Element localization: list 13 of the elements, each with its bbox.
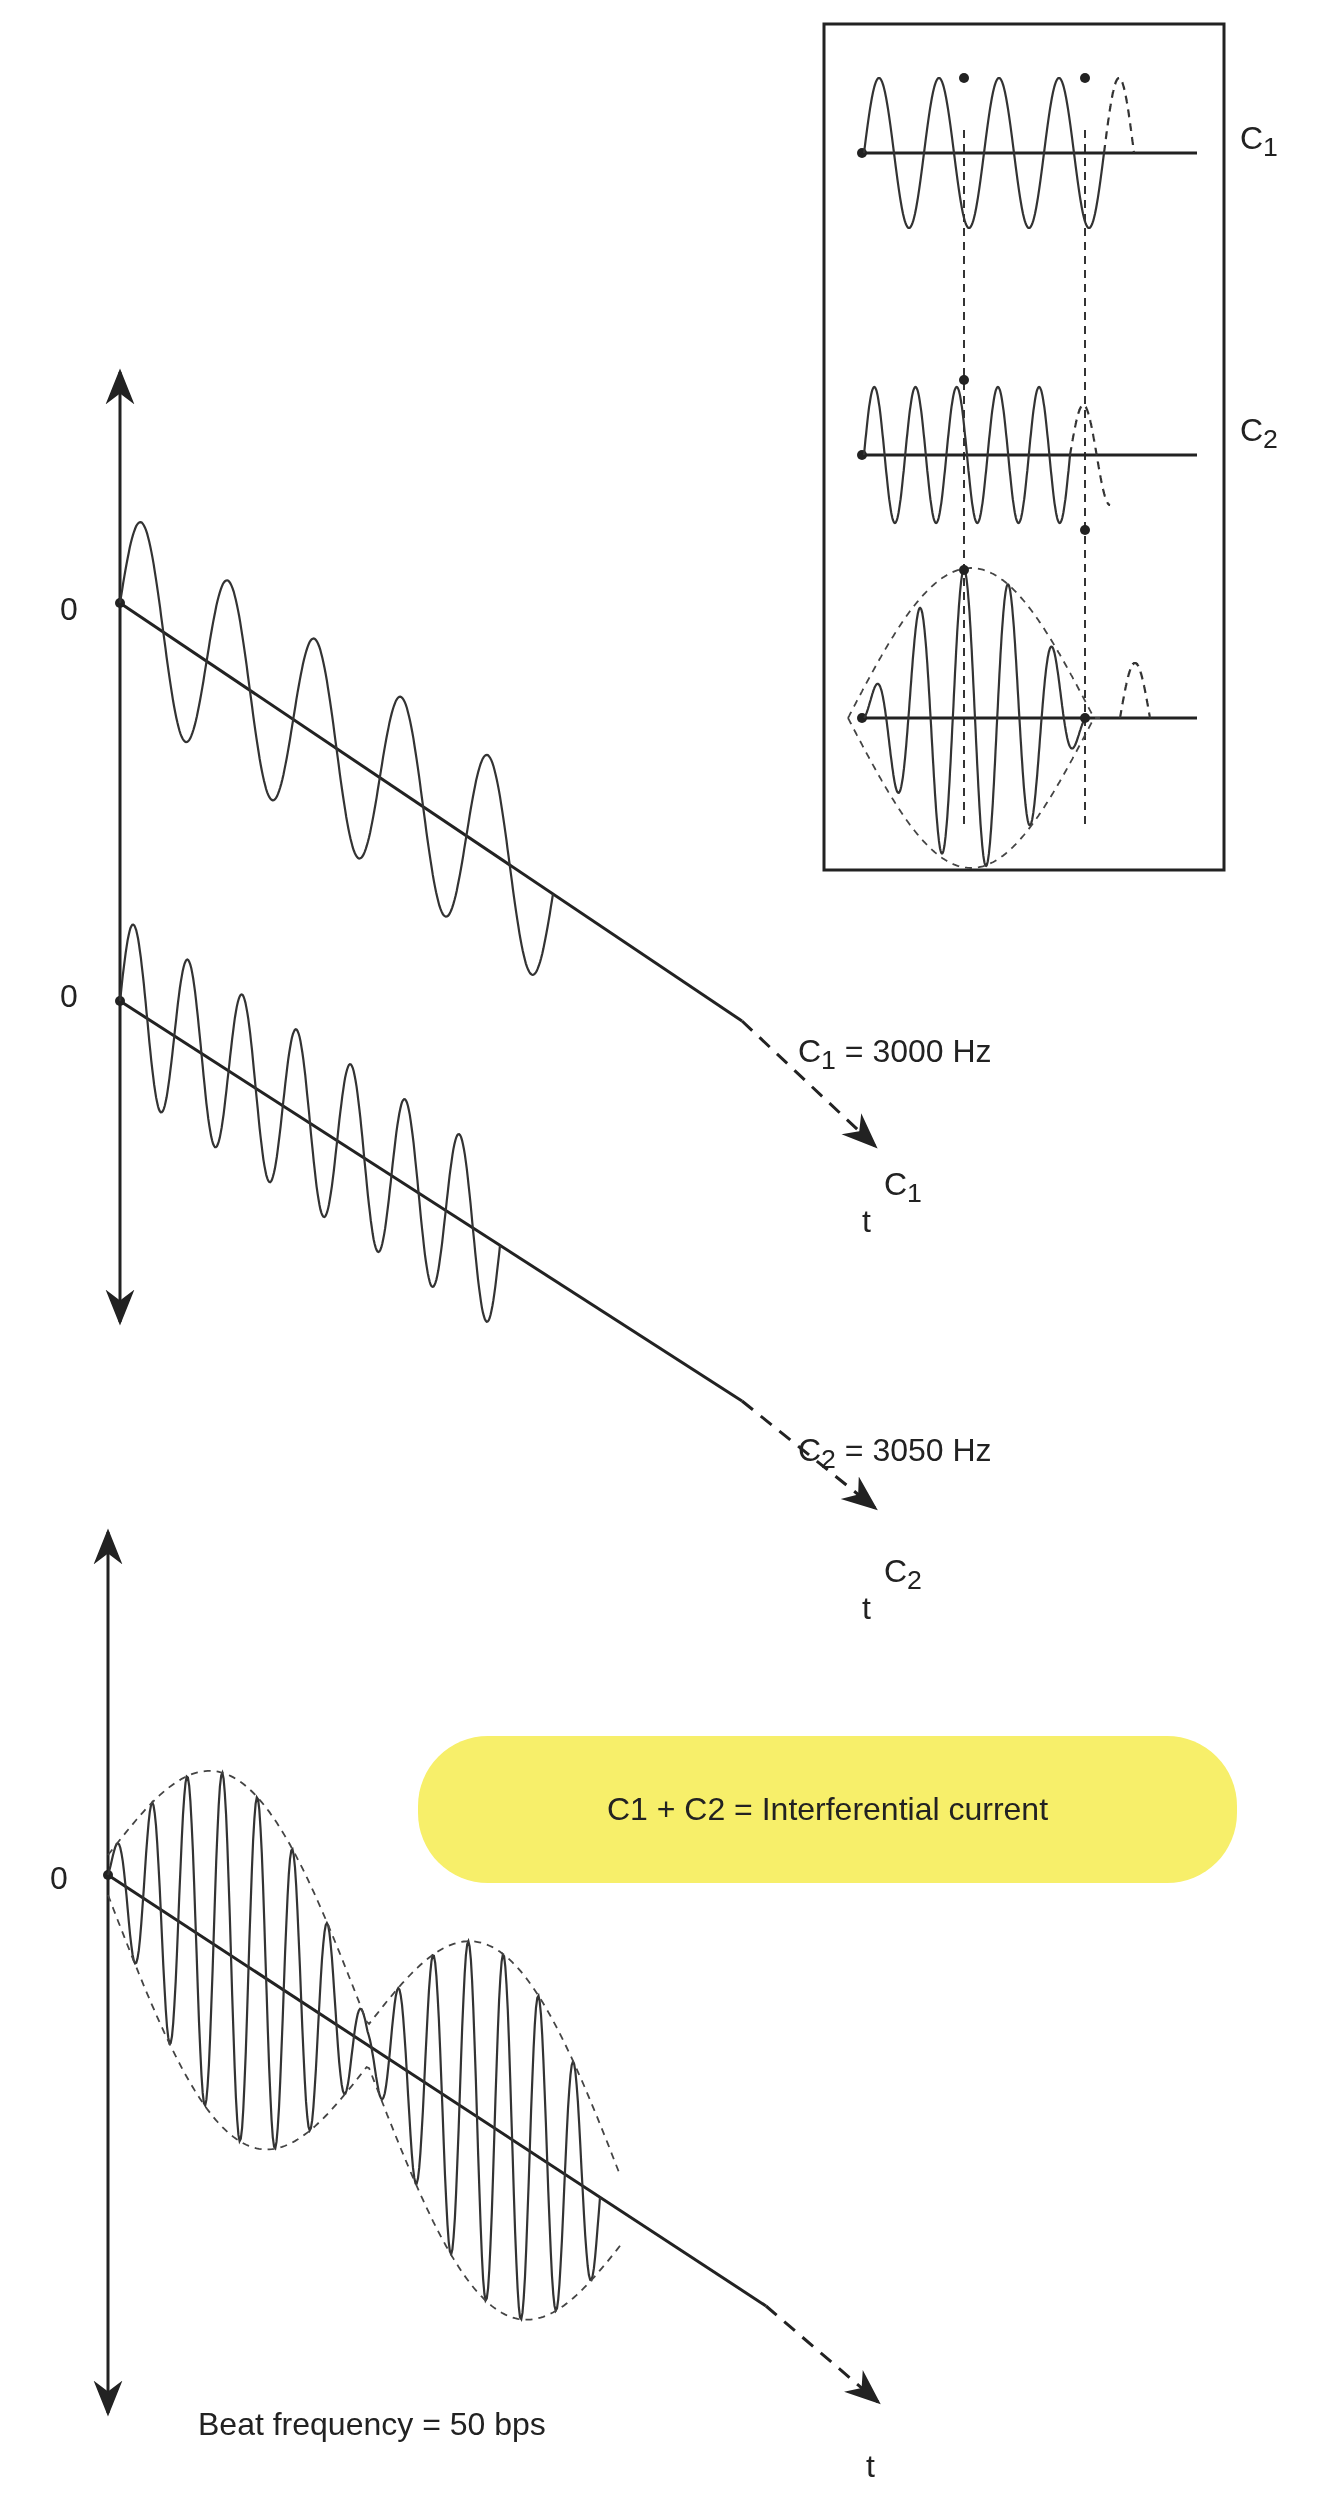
time-axis-label: t [862, 1592, 871, 1624]
time-axis-label: C$_{2}$ [884, 1555, 922, 1595]
time-axis-label: t [862, 1205, 871, 1237]
origin-label: 0 [60, 593, 78, 625]
time-axis-label: t [866, 2450, 875, 2482]
wave-label: C$_{2}$ [1240, 414, 1278, 454]
origin-label: 0 [50, 1862, 68, 1894]
time-axis-label: C$_{1}$ [884, 1168, 922, 1208]
frequency-label: C$_{1}$ = 3000 Hz [798, 1035, 992, 1075]
origin-label: 0 [60, 980, 78, 1012]
beat-frequency-label: Beat frequency = 50 bps [198, 2408, 546, 2440]
wave-label: C$_{1}$ [1240, 122, 1278, 162]
equation-text: C1 + C2 = Interferential current [606, 1791, 1049, 1828]
